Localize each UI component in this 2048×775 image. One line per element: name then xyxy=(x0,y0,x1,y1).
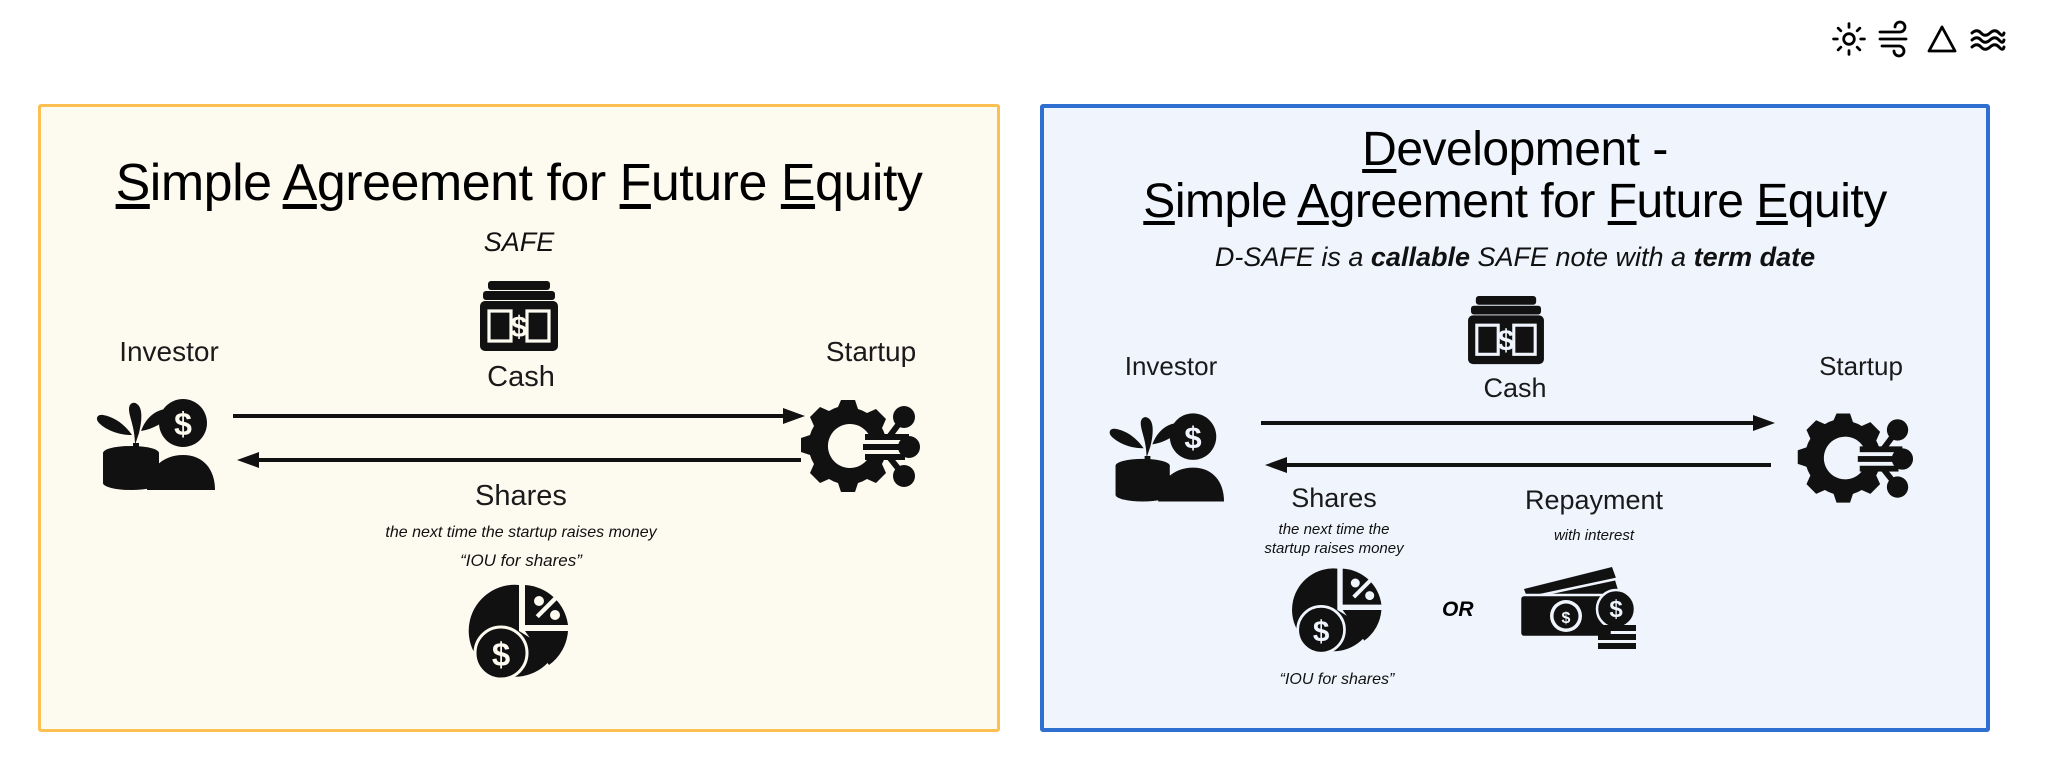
safe-investor-label: Investor xyxy=(119,336,219,368)
dsafe-repayment-note: with interest xyxy=(1553,526,1635,544)
cash-banknote-icon: $ xyxy=(478,280,560,354)
dsafe-title-block: Development - Simple Agreement for Futur… xyxy=(1044,108,1986,273)
svg-text:$: $ xyxy=(1184,420,1201,455)
safe-shares-label: Shares xyxy=(475,480,567,513)
title-seg: Agreement xyxy=(1297,174,1541,228)
startup-gear-icon xyxy=(1790,411,1914,505)
dsafe-or-label: OR xyxy=(1442,597,1474,621)
safe-startup-label: Startup xyxy=(825,336,917,368)
startup-gear-icon xyxy=(793,398,921,494)
title-seg: for xyxy=(546,154,620,212)
safe-diagram: $ Cash Shares the next time the startup … xyxy=(41,258,997,681)
safe-iou-note: “IOU for shares” xyxy=(460,551,582,571)
pie-chart-dollar-icon: $ xyxy=(1292,565,1386,655)
title-seg: Simple xyxy=(115,154,283,212)
title-seg: for xyxy=(1540,174,1608,228)
triangle-icon xyxy=(1926,23,1958,55)
svg-text:$: $ xyxy=(1562,610,1571,627)
svg-text:$: $ xyxy=(511,311,528,344)
dsafe-repayment-label: Repayment xyxy=(1524,484,1664,515)
title-seg: Simple xyxy=(1143,174,1298,228)
dsafe-flow-arrows xyxy=(1259,413,1779,479)
title-seg: Equity xyxy=(780,154,923,212)
subtitle-seg: SAFE note with a xyxy=(1469,241,1694,272)
subtitle-seg-bold: term date xyxy=(1693,241,1816,272)
safe-title-block: Simple Agreement for Future Equity SAFE xyxy=(41,107,997,258)
safe-panel: Simple Agreement for Future Equity SAFE … xyxy=(38,104,1000,732)
subtitle-seg-bold: callable xyxy=(1370,241,1470,272)
element-icon-row xyxy=(1832,20,2006,58)
dsafe-iou-note: “IOU for shares” xyxy=(1279,670,1395,688)
svg-text:$: $ xyxy=(1313,615,1330,648)
svg-text:$: $ xyxy=(492,636,510,673)
title-seg: Development - xyxy=(1362,123,1668,176)
dsafe-panel-subtitle: D-SAFE is a callable SAFE note with a te… xyxy=(1044,242,1986,273)
dsafe-startup-label: Startup xyxy=(1819,350,1903,381)
subtitle-seg: D-SAFE is a xyxy=(1214,241,1371,272)
title-seg: Future xyxy=(619,154,781,212)
investor-icon: $ xyxy=(89,395,215,491)
dsafe-panel: Development - Simple Agreement for Futur… xyxy=(1040,104,1990,732)
title-seg: Agreement xyxy=(282,154,547,212)
dsafe-diagram: $ Cash Shares the next time the startup … xyxy=(1044,273,1986,703)
safe-cash-label: Cash xyxy=(487,361,555,394)
title-seg: Future xyxy=(1607,174,1757,228)
svg-text:$: $ xyxy=(174,406,192,442)
pie-chart-dollar-icon: $ xyxy=(468,581,573,681)
waves-icon xyxy=(1970,23,2006,55)
dsafe-panel-title-line2: Simple Agreement for Future Equity xyxy=(1044,174,1986,228)
dsafe-shares-note-line2: startup raises money xyxy=(1264,539,1404,557)
dsafe-panel-title-line1: Development - xyxy=(1044,124,1986,176)
svg-text:$: $ xyxy=(1498,325,1514,357)
dsafe-cash-label: Cash xyxy=(1483,372,1547,403)
wind-icon xyxy=(1878,20,1914,58)
safe-panel-title: Simple Agreement for Future Equity xyxy=(41,155,997,211)
dsafe-shares-label: Shares xyxy=(1291,482,1377,513)
sun-icon xyxy=(1832,22,1866,56)
money-bills-icon: $ $ xyxy=(1516,565,1641,651)
investor-icon: $ xyxy=(1102,409,1224,503)
dsafe-investor-label: Investor xyxy=(1124,350,1218,381)
title-seg: Equity xyxy=(1756,174,1887,228)
safe-flow-arrows xyxy=(231,406,811,474)
safe-shares-note: the next time the startup raises money xyxy=(385,524,657,542)
dsafe-shares-note-line1: the next time the xyxy=(1278,520,1390,538)
safe-panel-subtitle: SAFE xyxy=(483,227,555,258)
cash-banknote-icon: $ xyxy=(1466,295,1546,367)
svg-text:$: $ xyxy=(1609,596,1623,623)
